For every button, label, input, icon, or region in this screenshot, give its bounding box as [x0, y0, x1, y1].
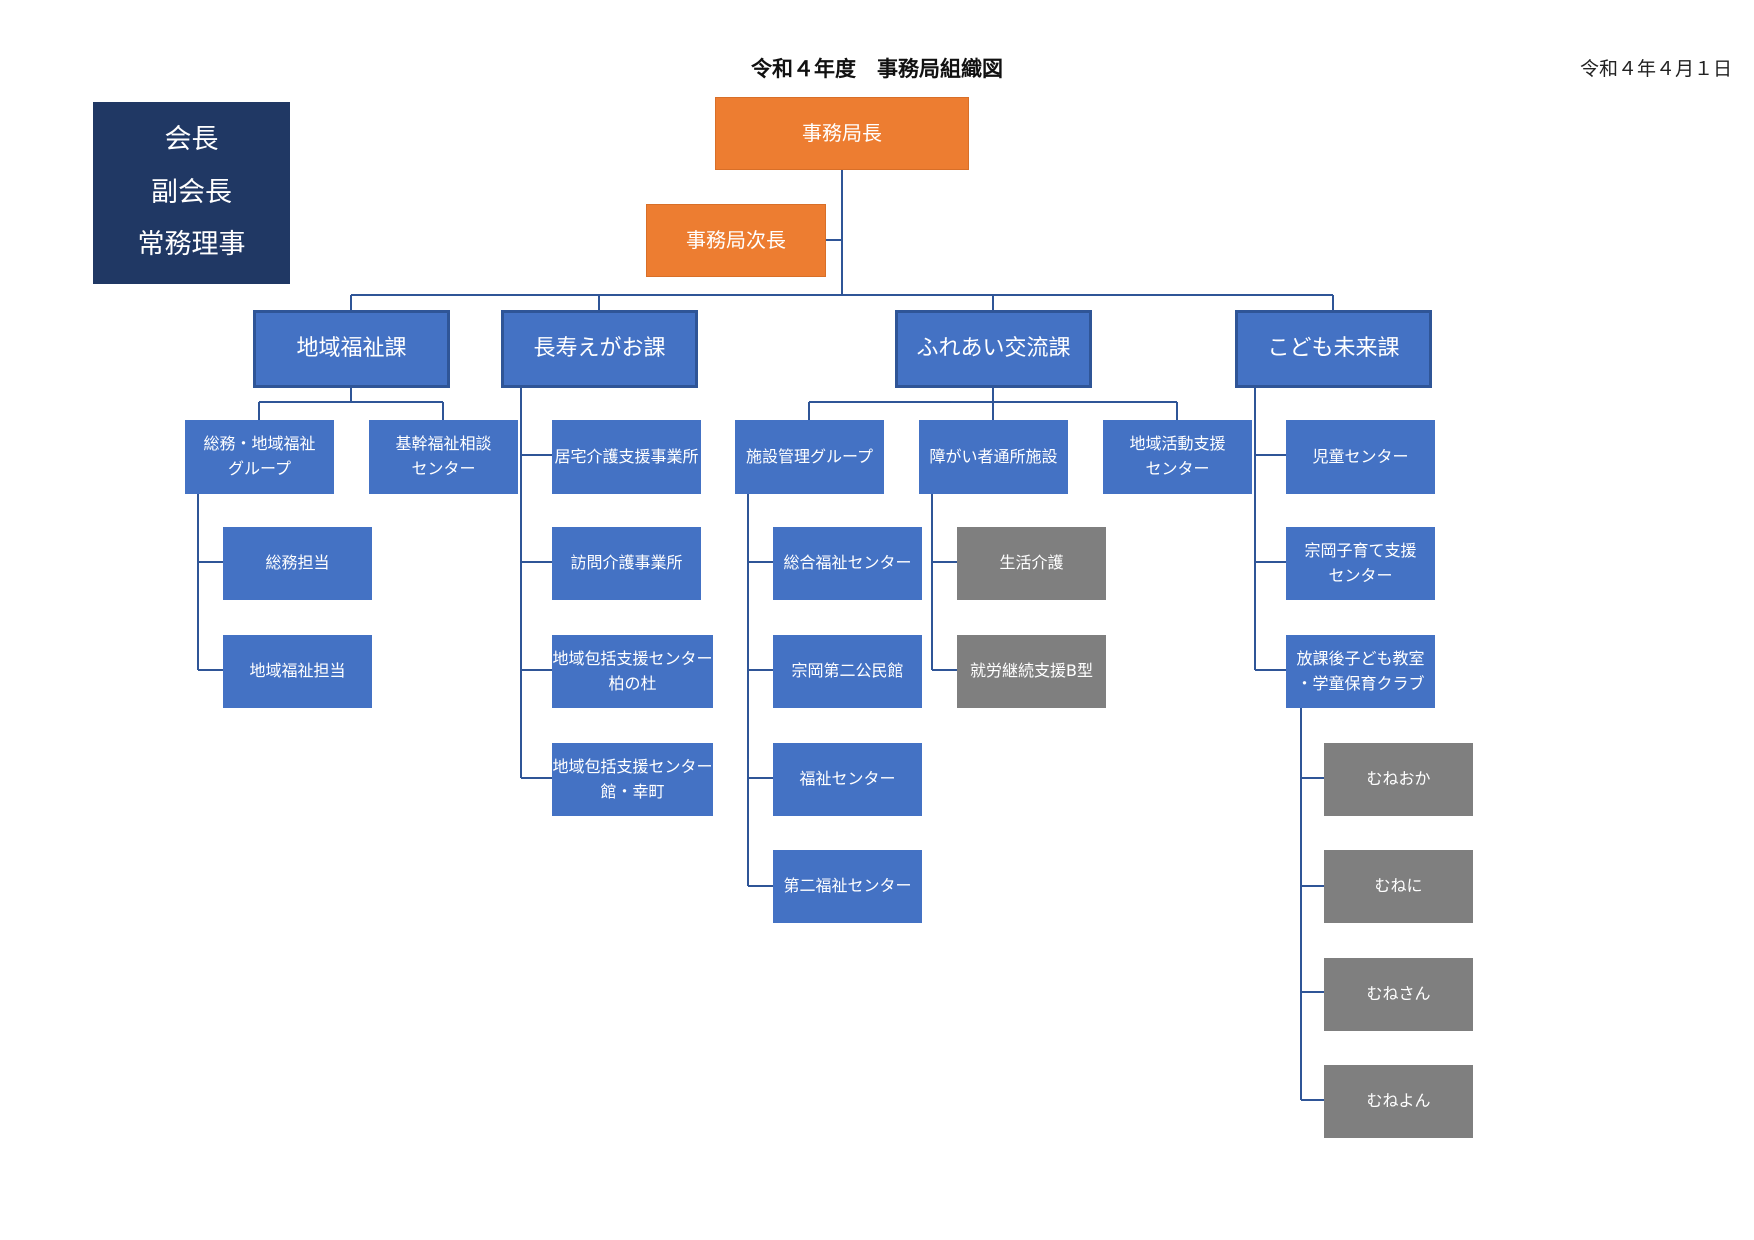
- facility-sougou-fukushi: 総合福祉センター: [773, 527, 922, 600]
- unit-houkatsu-tachi-saiwaicho: 地域包括支援センター 館・幸町: [552, 743, 713, 816]
- executives-box: 会長 副会長 常務理事: [93, 102, 290, 284]
- facility-muneoka-kouminkan: 宗岡第二公民館: [773, 635, 922, 708]
- unit-kosodate-shien: 宗岡子育て支援 センター: [1286, 527, 1435, 600]
- club-munesan: むねさん: [1324, 958, 1473, 1031]
- executive-president: 会長: [164, 124, 219, 156]
- group-chiiki-katsudou: 地域活動支援 センター: [1103, 420, 1252, 494]
- club-muneoka: むねおか: [1324, 743, 1473, 816]
- unit-kyotaku-kaigo: 居宅介護支援事業所: [552, 420, 701, 494]
- facility-fukushi-center: 福祉センター: [773, 743, 922, 816]
- service-shuurou-keizoku: 就労継続支援B型: [957, 635, 1106, 708]
- unit-jidou-center: 児童センター: [1286, 420, 1435, 494]
- executive-vice-president: 副会長: [151, 176, 232, 208]
- group-shisetsu-kanri: 施設管理グループ: [735, 420, 884, 494]
- dept-fureai-kouryuu: ふれあい交流課: [895, 310, 1092, 388]
- unit-houkatsu-kashiwanomori: 地域包括支援センター 柏の杜: [552, 635, 713, 708]
- unit-houkago-gakudou: 放課後子ども教室 ・学童保育クラブ: [1286, 635, 1435, 708]
- director-box: 事務局長: [715, 97, 969, 170]
- group-soumu-chiiki: 総務・地域福祉 グループ: [185, 420, 334, 494]
- date-label: 令和４年４月１日: [1579, 58, 1732, 80]
- club-muneni: むねに: [1324, 850, 1473, 923]
- unit-soumu-tantou: 総務担当: [223, 527, 372, 600]
- facility-daini-fukushi: 第二福祉センター: [773, 850, 922, 923]
- unit-chiiki-tantou: 地域福祉担当: [223, 635, 372, 708]
- dept-chiiki-fukushi: 地域福祉課: [253, 310, 450, 388]
- group-shougaisha-tsuusho: 障がい者通所施設: [919, 420, 1068, 494]
- executive-managing-director: 常務理事: [137, 229, 246, 261]
- dept-chouju-egao: 長寿えがお課: [501, 310, 698, 388]
- deputy-director-box: 事務局次長: [646, 204, 826, 277]
- chart-title: 令和４年度 事務局組織図: [751, 57, 1003, 81]
- group-kikan-soudan: 基幹福祉相談 センター: [369, 420, 518, 494]
- dept-kodomo-mirai: こども未来課: [1235, 310, 1432, 388]
- club-muneyon: むねよん: [1324, 1065, 1473, 1138]
- unit-houmon-kaigo: 訪問介護事業所: [552, 527, 701, 600]
- service-seikatsu-kaigo: 生活介護: [957, 527, 1106, 600]
